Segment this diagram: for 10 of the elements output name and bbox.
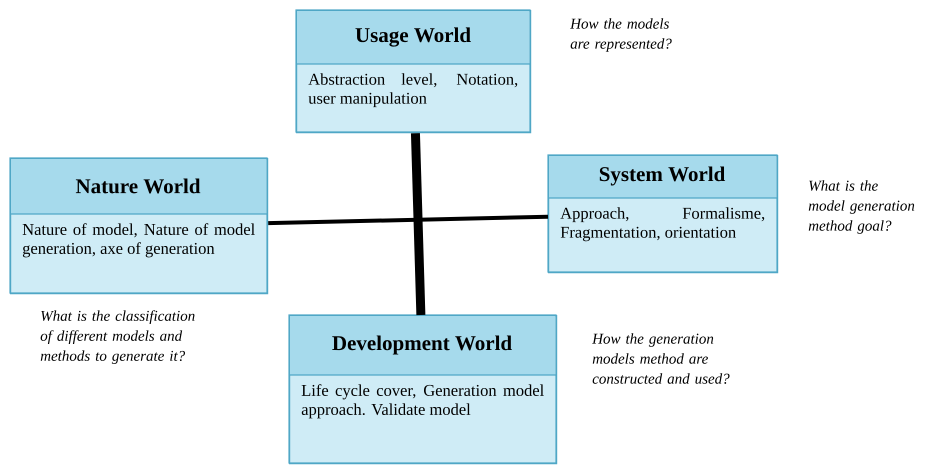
world-box: Usage World Abstraction level, Notation, user manipulation (295, 9, 532, 134)
question-text: How the generation models method are constructed and used? (592, 333, 730, 384)
question-text: How the models are represented? (570, 18, 672, 52)
connector-line (268, 214, 548, 226)
question-text: What is the model generation method goal? (808, 180, 914, 234)
question-text: What is the classification of different models and methods to generate it? (40, 310, 195, 364)
world-box: System World Approach, Formalisme, Fragmentation, orientation (547, 154, 778, 274)
world-box: Development World Life cycle cover, Generation model approach. Validate model (288, 314, 558, 464)
connector-line (410, 133, 426, 316)
world-box: Nature World Nature of model, Nature of model generation, axe of generation (9, 157, 268, 294)
